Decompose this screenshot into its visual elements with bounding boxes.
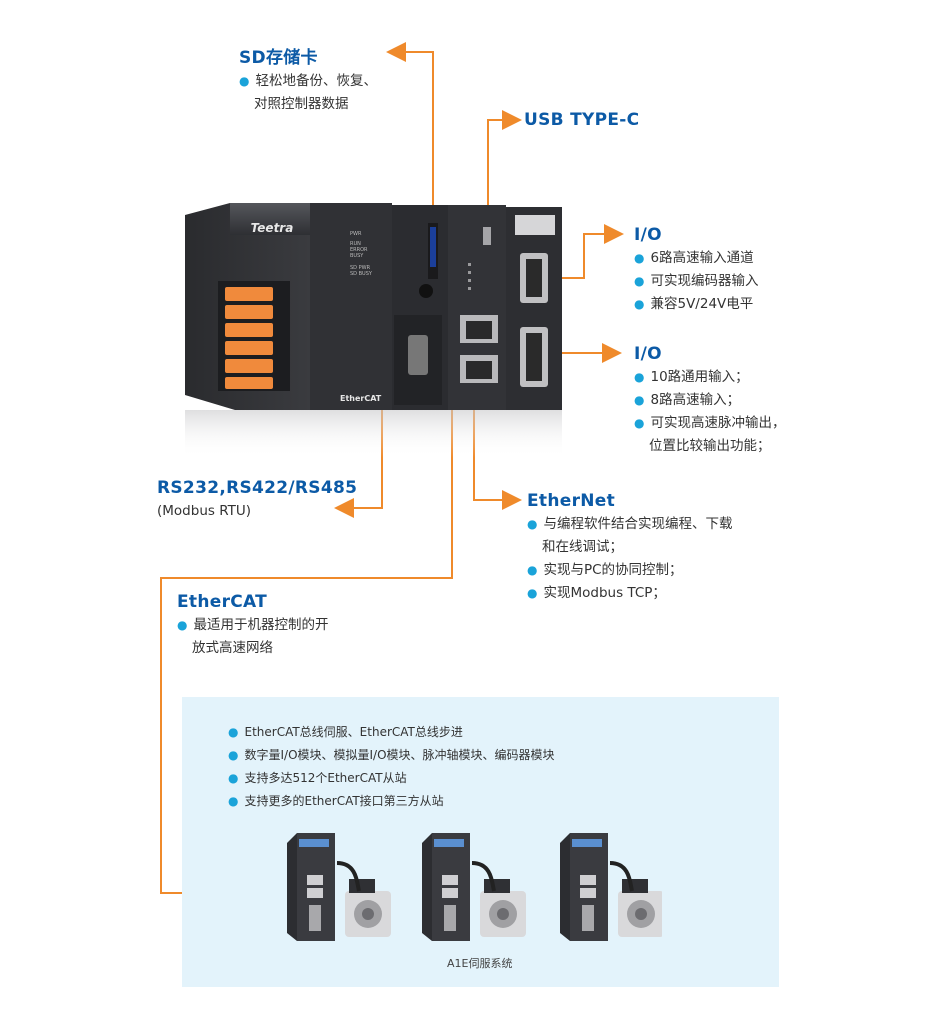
io2-section: I/O ● 10路通用输入； ● 8路高速输入； ● 可实现高速脉冲输出， 位置比较输…	[634, 344, 785, 458]
io1-line-3: 兼容5V/24V电平	[650, 296, 754, 312]
io1-line-1: 6路高速输入通道	[650, 250, 754, 266]
panel-caption: A1E伺服系统	[447, 957, 513, 970]
io2-line-1: 10路通用输入；	[650, 369, 749, 385]
io1-section: I/O ● 6路高速输入通道 ● 可实现编码器输入 ● 兼容5V/24V电平	[634, 225, 758, 316]
ethernet-line-4: 实现Modbus TCP；	[543, 585, 666, 601]
device-brand: Teetra	[251, 221, 294, 235]
bullet-icon: ●	[228, 725, 239, 739]
bullet-icon: ●	[527, 563, 538, 577]
ethercat-section: EtherCAT ● 最适用于机器控制的开 放式高速网络	[177, 592, 328, 660]
plc-controller-image: Teetra PWR RUN ERROR BUSY SD PWR SD BUSY…	[185, 203, 562, 458]
bullet-icon: ●	[527, 517, 538, 531]
serial-subtitle: (Modbus RTU)	[157, 503, 251, 519]
sd-connector	[386, 42, 434, 235]
servo-system-image	[285, 831, 662, 943]
io1-line-2: 可实现编码器输入	[650, 273, 759, 289]
svg-text:RUN: RUN	[350, 241, 361, 247]
ethernet-section: EtherNet ● 与编程软件结合实现编程、下载 和在线调试； ● 实现与PC的协…	[527, 491, 732, 605]
ethernet-line-2: 和在线调试；	[542, 539, 623, 555]
bullet-icon: ●	[634, 251, 645, 265]
svg-text:EtherCAT: EtherCAT	[340, 394, 382, 403]
svg-text:SD BUSY: SD BUSY	[350, 271, 373, 277]
io2-line-3: 可实现高速脉冲输出，	[650, 415, 786, 431]
ethercat-line-2: 放式高速网络	[192, 640, 273, 656]
ethercat-slaves-panel: ● EtherCAT总线伺服、EtherCAT总线步进 ● 数字量I/O模块、模拟量…	[182, 697, 779, 987]
usb-connector	[487, 110, 522, 235]
bullet-icon: ●	[228, 771, 239, 785]
bullet-icon: ●	[634, 393, 645, 407]
ethernet-title: EtherNet	[527, 491, 616, 511]
svg-text:BUSY: BUSY	[350, 253, 364, 259]
bullet-icon: ●	[634, 297, 645, 311]
bullet-icon: ●	[634, 416, 645, 430]
svg-text:PWR: PWR	[350, 231, 362, 237]
sd-title: SD存储卡	[239, 48, 318, 68]
panel-line-1: EtherCAT总线伺服、EtherCAT总线步进	[244, 725, 463, 739]
ethernet-line-3: 实现与PC的协同控制；	[543, 562, 683, 578]
bullet-icon: ●	[177, 618, 188, 632]
sd-line-2: 对照控制器数据	[254, 96, 349, 112]
panel-line-3: 支持多达512个EtherCAT从站	[244, 771, 407, 785]
terminal-block	[218, 281, 290, 391]
ethernet-line-1: 与编程软件结合实现编程、下载	[543, 516, 733, 532]
bullet-icon: ●	[634, 274, 645, 288]
bullet-icon: ●	[228, 794, 239, 808]
ethercat-title: EtherCAT	[177, 592, 268, 612]
sd-line-1: 轻松地备份、恢复、	[255, 73, 377, 89]
usb-title: USB TYPE-C	[524, 110, 640, 130]
io2-line-2: 8路高速输入；	[650, 392, 741, 408]
serial-section: RS232,RS422/RS485 (Modbus RTU)	[157, 478, 357, 523]
bullet-icon: ●	[239, 74, 250, 88]
bullet-icon: ●	[527, 586, 538, 600]
io2-line-4: 位置比较输出功能；	[649, 438, 771, 454]
io2-title: I/O	[634, 344, 662, 364]
bullet-icon: ●	[634, 370, 645, 384]
svg-text:SD PWR: SD PWR	[350, 265, 371, 271]
panel-line-2: 数字量I/O模块、模拟量I/O模块、脉冲轴模块、编码器模块	[244, 748, 555, 762]
svg-text:ERROR: ERROR	[350, 247, 368, 253]
sd-card-section: SD存储卡 ● 轻松地备份、恢复、 对照控制器数据	[239, 43, 377, 116]
bullet-icon: ●	[228, 748, 239, 762]
panel-line-4: 支持更多的EtherCAT接口第三方从站	[244, 794, 444, 808]
serial-title: RS232,RS422/RS485	[157, 478, 358, 498]
ethercat-line-1: 最适用于机器控制的开	[193, 617, 329, 633]
io1-title: I/O	[634, 225, 662, 245]
